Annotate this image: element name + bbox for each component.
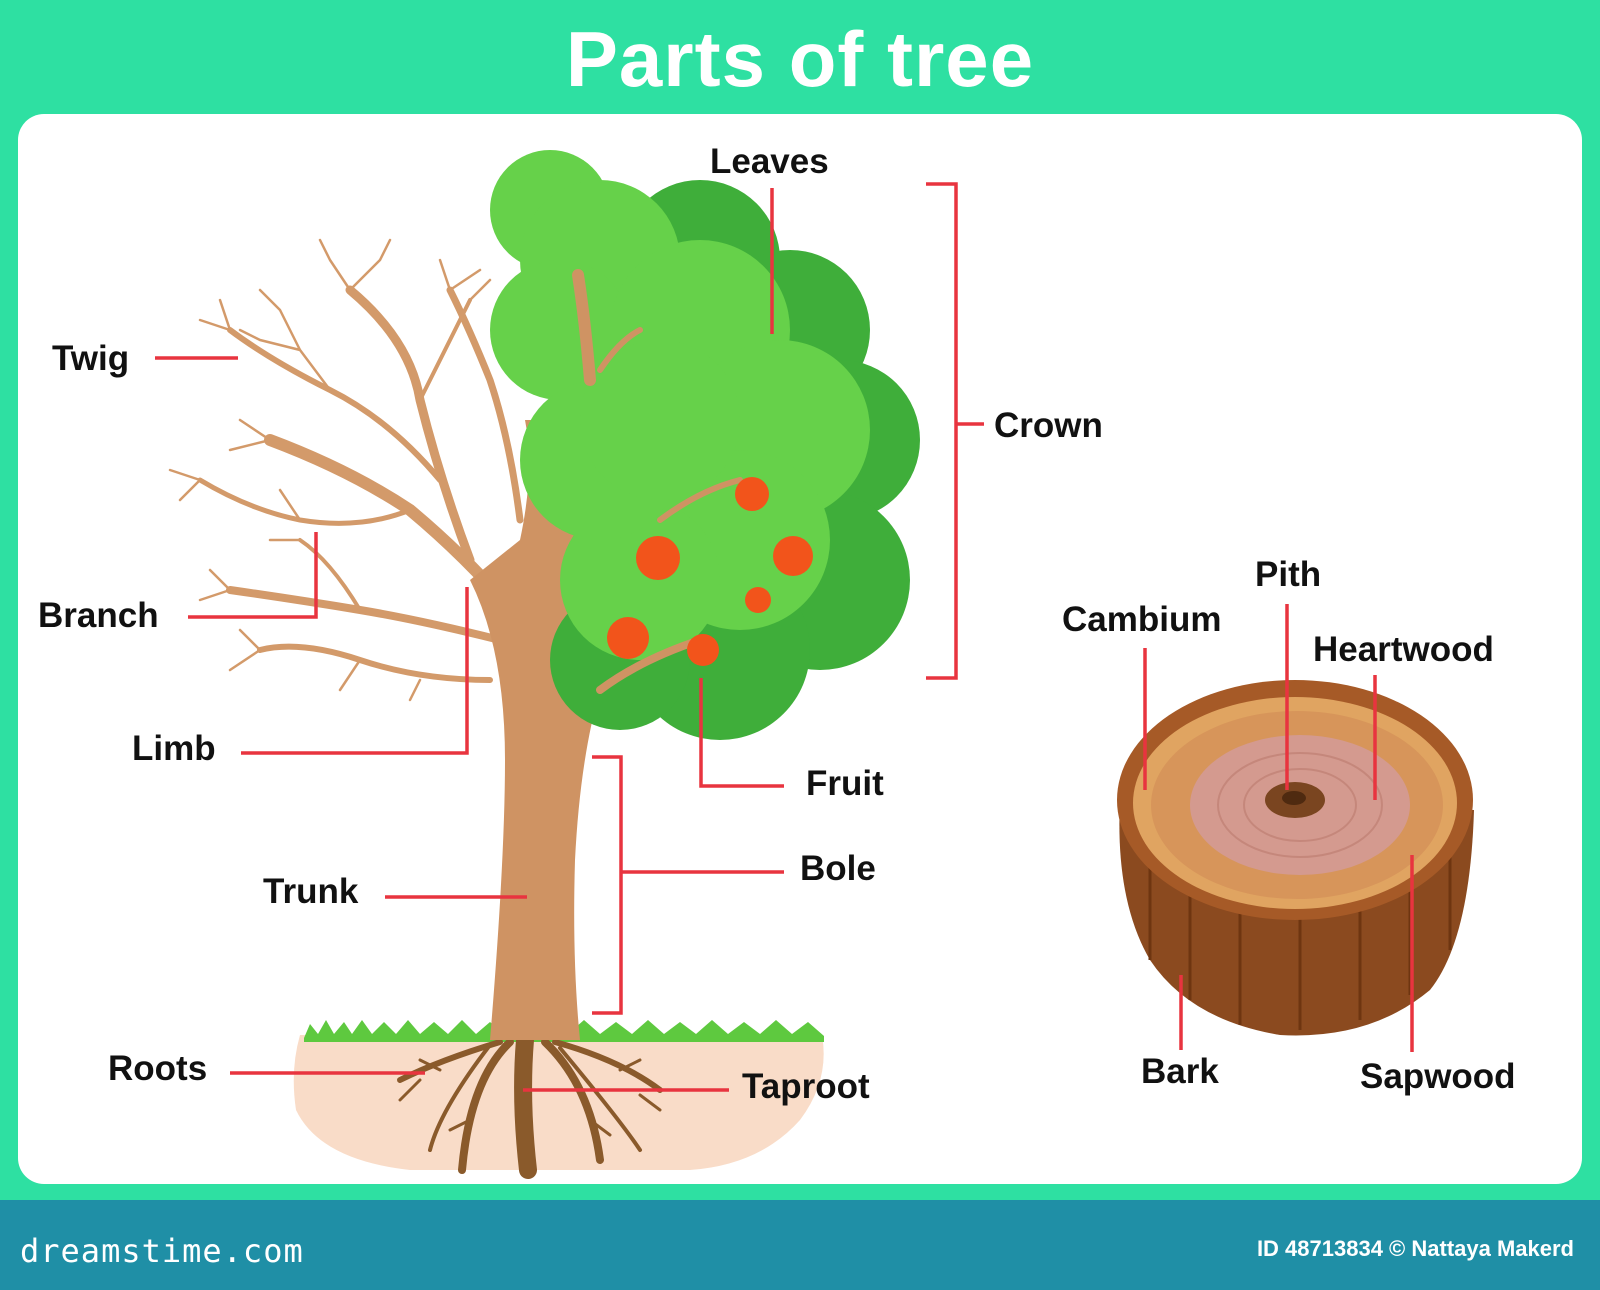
tree-foliage <box>490 150 920 740</box>
label-sapwood: Sapwood <box>1360 1057 1516 1096</box>
label-trunk: Trunk <box>263 872 359 911</box>
label-roots: Roots <box>108 1049 207 1088</box>
label-heartwood: Heartwood <box>1313 630 1494 669</box>
footer-bar <box>0 1200 1600 1290</box>
label-limb: Limb <box>132 729 216 768</box>
footer-credit: ID 48713834 © Nattaya Makerd <box>1256 1236 1574 1261</box>
fruits <box>607 477 813 666</box>
label-branch: Branch <box>38 596 159 635</box>
label-pith: Pith <box>1255 555 1321 594</box>
label-fruit: Fruit <box>806 764 884 803</box>
label-leaves: Leaves <box>710 142 829 181</box>
roots <box>397 1031 663 1179</box>
page-title: Parts of tree <box>565 15 1035 103</box>
label-twig: Twig <box>52 339 129 378</box>
label-taproot: Taproot <box>742 1067 870 1106</box>
label-bole: Bole <box>800 849 876 888</box>
label-cambium: Cambium <box>1062 600 1221 639</box>
label-crown: Crown <box>994 406 1103 445</box>
leader-lines <box>155 182 1414 1092</box>
tree-trunk <box>470 420 640 1040</box>
inner-branches <box>572 269 743 694</box>
wood-slice <box>1117 680 1474 1036</box>
label-bark: Bark <box>1141 1052 1219 1091</box>
footer-brand: dreamstime.com <box>20 1232 304 1270</box>
